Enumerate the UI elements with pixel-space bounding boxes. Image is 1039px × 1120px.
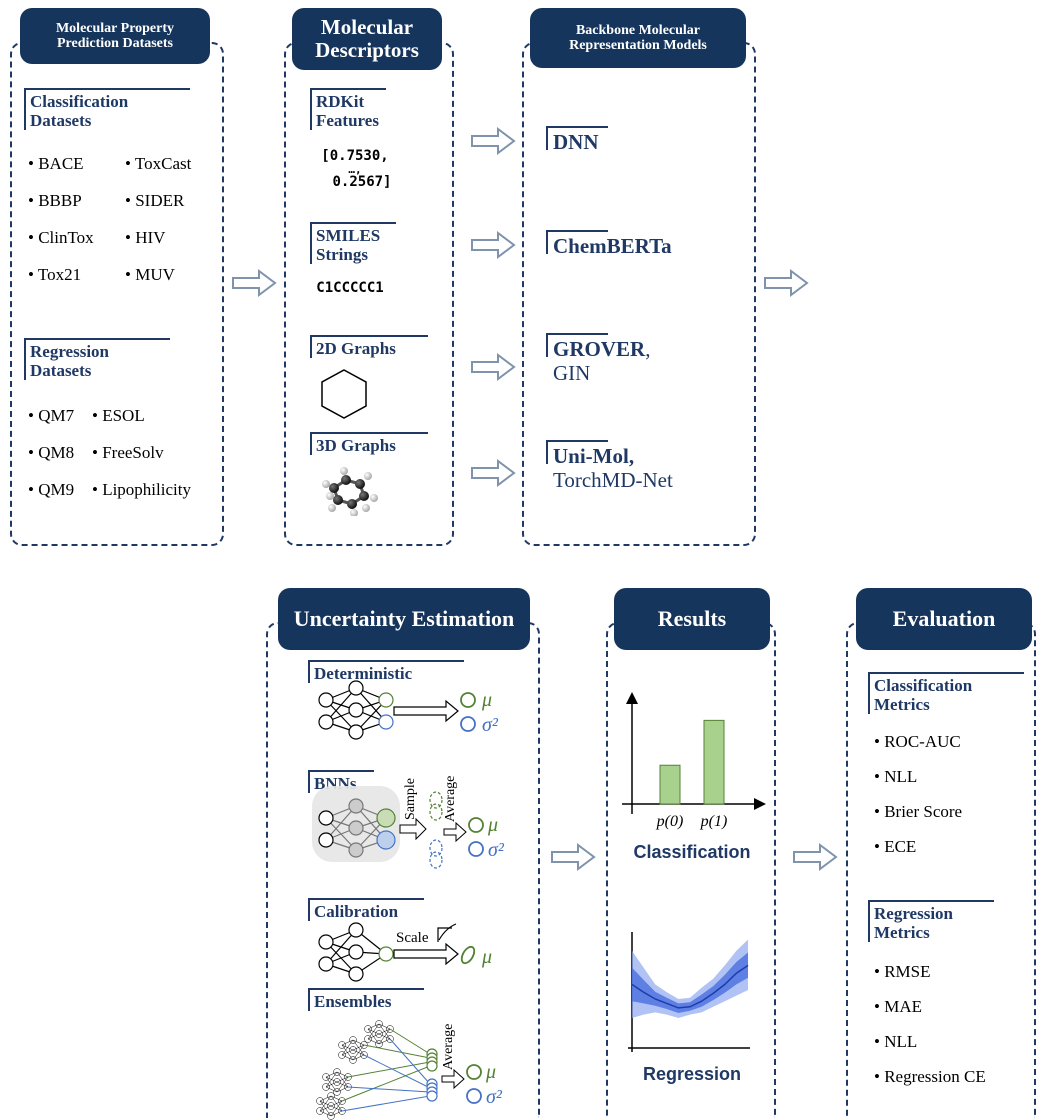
arrow-right-icon: [232, 269, 277, 297]
metric-item: • NLL: [874, 767, 918, 786]
mu-node-icon: [466, 1064, 482, 1080]
unimol-flag: [546, 440, 608, 464]
dataset-item: • Lipophilicity: [92, 480, 191, 499]
arrow-right-icon: [764, 269, 809, 297]
dataset-item: • ESOL: [92, 406, 145, 425]
mu-label: μ: [487, 814, 498, 836]
dataset-item: • QM7: [28, 406, 75, 425]
sigma-label: σ²: [486, 1086, 503, 1108]
sigma-node-icon: [466, 1088, 482, 1104]
uncertainty-title: Uncertainty Estimation: [293, 605, 515, 631]
mu-node-icon: [460, 945, 476, 965]
deterministic-heading: Deterministic: [308, 660, 464, 684]
model-dnn: DNN: [553, 130, 599, 154]
bar-p(1): [703, 719, 725, 805]
uncertainty-header: Uncertainty Estimation: [278, 588, 530, 650]
mu-label: μ: [481, 946, 492, 968]
chemberta-flag: [546, 230, 608, 254]
mu-label: μ: [481, 689, 492, 711]
bar-p(0): [659, 764, 681, 805]
dataset-item: • HIV: [125, 228, 166, 247]
arrow-right-icon: [551, 843, 596, 871]
descriptors-header: Molecular Descriptors: [292, 8, 442, 70]
arrow-right-icon: [471, 231, 516, 259]
sigma-label: σ²: [488, 839, 505, 861]
dataset-item: • BBBP: [28, 191, 82, 210]
mu-label: μ: [485, 1061, 496, 1083]
results-title: Results: [657, 605, 727, 631]
descriptors-title: Molecular Descriptors: [315, 14, 419, 62]
metric-item: • ECE: [874, 837, 917, 856]
rdkit-heading: RDKit Features: [310, 88, 386, 131]
dataset-item: • SIDER: [125, 191, 185, 210]
hexagon-icon: [321, 369, 367, 419]
mu-node-icon: [468, 817, 484, 833]
sigma-node-icon: [460, 716, 476, 732]
smiles-example: C1CCCCC1: [316, 280, 384, 296]
arrow-right-icon: [471, 127, 516, 155]
bnn-network: Sample Average μ σ²: [312, 776, 505, 869]
classification-caption: Classification: [633, 842, 751, 862]
model-grover-gin: GROVER, GIN: [553, 337, 651, 386]
regression-area-chart: [628, 932, 750, 1052]
rdkit-vector: [0.7530, …, 0.2567]: [321, 148, 392, 191]
dataset-item: • QM8: [28, 443, 75, 462]
evaluation-header: Evaluation: [856, 588, 1032, 650]
calibration-heading: Calibration: [308, 898, 424, 922]
sample-label: Sample: [403, 778, 418, 820]
graph2d-heading: 2D Graphs: [310, 335, 428, 359]
calibration-network: [318, 922, 459, 982]
dataset-item: • ToxCast: [125, 154, 192, 173]
scale-label: Scale: [396, 930, 429, 946]
molecule-3d-icon: [322, 467, 378, 516]
classification-bar-chart: p(0) p(1): [622, 692, 766, 830]
graph3d-heading: 3D Graphs: [310, 432, 428, 456]
average-label: Average: [443, 776, 458, 822]
arrow-right-icon: [793, 843, 838, 871]
arrow-right-icon: [471, 353, 516, 381]
metric-item: • Brier Score: [874, 802, 963, 821]
sigma-node-icon: [468, 841, 484, 857]
classification-datasets-heading: Classification Datasets: [24, 88, 190, 131]
dnn-flag: [546, 126, 608, 150]
model-unimol-torchmd: Uni-Mol, TorchMD-Net: [553, 444, 673, 493]
tick-label: p(0): [656, 813, 684, 830]
backbone-title: Backbone Molecular Representation Models: [569, 22, 707, 53]
dataset-item: • MUV: [125, 265, 175, 284]
smiles-heading: SMILES Strings: [310, 222, 396, 265]
metric-item: • ROC-AUC: [874, 732, 961, 751]
regression-metrics-heading: Regression Metrics: [868, 900, 994, 943]
metric-item: • NLL: [874, 1032, 918, 1051]
classification-metrics-heading: Classification Metrics: [868, 672, 1024, 715]
dataset-item: • QM9: [28, 480, 75, 499]
ensembles-heading: Ensembles: [308, 988, 424, 1012]
regression-datasets-heading: Regression Datasets: [24, 338, 170, 381]
model-chemberta: ChemBERTa: [553, 234, 672, 258]
metric-item: • MAE: [874, 997, 922, 1016]
regression-caption: Regression: [642, 1064, 742, 1084]
dataset-item: • ClinTox: [28, 228, 94, 247]
deterministic-network: [318, 680, 459, 740]
metric-item: • RMSE: [874, 962, 931, 981]
dataset-item: • BACE: [28, 154, 84, 173]
mean-line: [631, 964, 749, 1009]
uncertainty-diagrams: μ σ² Sample Average μ σ²: [312, 680, 505, 1120]
average-label: Average: [441, 1024, 456, 1070]
datasets-title: Molecular Property Prediction Datasets: [55, 20, 175, 51]
datasets-header: Molecular Property Prediction Datasets: [20, 8, 210, 64]
results-header: Results: [614, 588, 770, 650]
arrow-right-icon: [471, 459, 516, 487]
metric-item: • Regression CE: [874, 1067, 986, 1086]
dataset-item: • Tox21: [28, 265, 82, 284]
sigma-label: σ²: [482, 714, 499, 736]
tick-label: p(1): [700, 813, 728, 830]
mu-node-icon: [460, 692, 476, 708]
uncertainty-band-inner: [632, 952, 748, 1013]
backbone-header: Backbone Molecular Representation Models: [530, 8, 746, 68]
dataset-item: • FreeSolv: [92, 443, 164, 462]
ensembles-network: Average μ σ²: [316, 1020, 503, 1120]
grover-flag: [546, 333, 608, 357]
evaluation-title: Evaluation: [892, 605, 996, 631]
